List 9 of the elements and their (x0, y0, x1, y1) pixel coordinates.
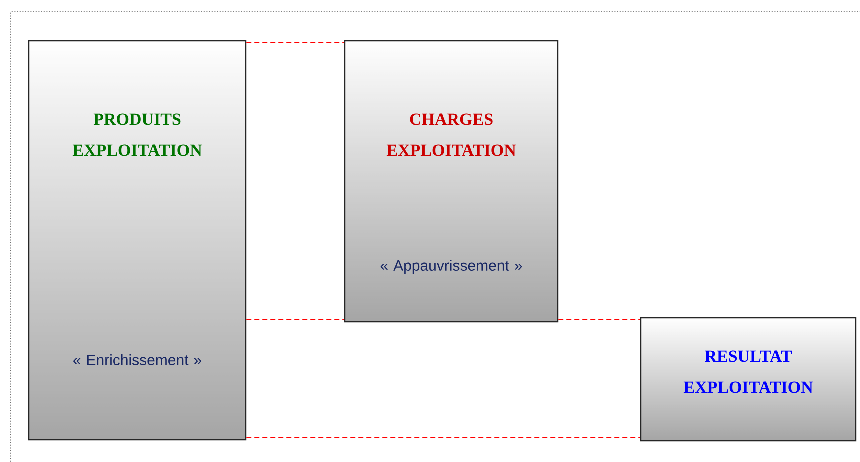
heading: RESULTAT EXPLOITATION (684, 350, 814, 394)
subtitle: « Appauvrissement » (380, 260, 522, 274)
text-box (344, 40, 559, 323)
heading: PRODUITS EXPLOITATION (72, 114, 202, 156)
subtitle: « Enrichissement » (74, 354, 202, 366)
connector-line (246, 42, 345, 44)
heading: CHARGES EXPLOITATION (386, 114, 516, 156)
text-box (28, 40, 247, 441)
text-box (640, 317, 857, 442)
